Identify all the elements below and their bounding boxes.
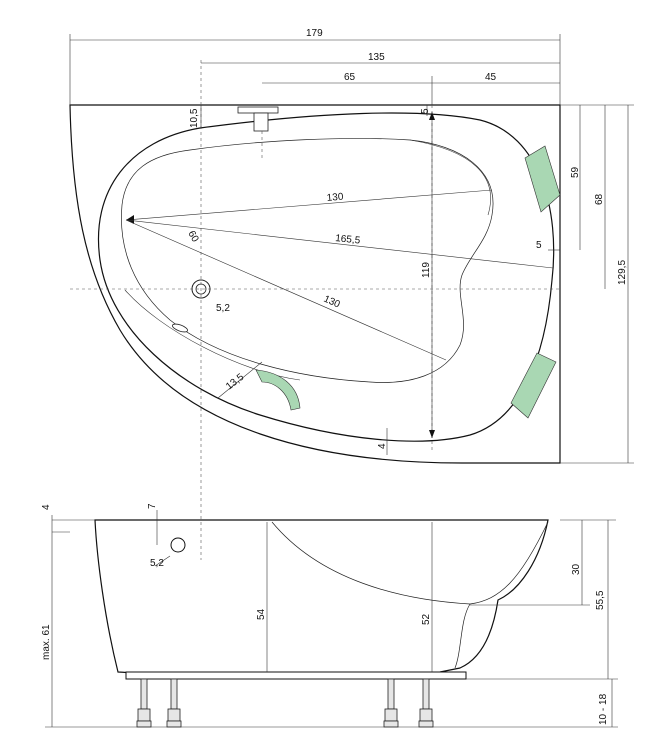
tub-leg-4 <box>418 678 434 728</box>
top-view: 179 135 65 45 10,5 5 59 68 129,5 130 165… <box>69 28 634 560</box>
dim-edge-13-5: 13,5 <box>224 371 246 392</box>
dim-seat-30: 30 <box>571 563 582 575</box>
tub-base-plate <box>125 671 467 680</box>
tub-leg-3 <box>383 678 399 728</box>
dim-rim-5-top: 5 <box>420 108 431 114</box>
side-overflow-icon <box>170 537 186 553</box>
armrest-pad <box>255 369 301 411</box>
headrest-pad-lower <box>510 352 557 419</box>
dim-inner-130-diag: 130 <box>322 294 342 311</box>
dim-rim-10-5: 10,5 <box>189 108 200 128</box>
dim-legs-10-18: 10 - 18 <box>598 693 609 725</box>
dim-overall-width: 179 <box>306 28 323 39</box>
dim-overflow-5-2: 5,2 <box>150 558 164 569</box>
dim-overflow-7: 7 <box>147 503 158 509</box>
overflow-slot-icon <box>172 323 188 333</box>
dim-inner-119: 119 <box>421 262 432 278</box>
dim-diag-165-5: 165,5 <box>335 233 361 247</box>
dim-side-rim-4: 4 <box>41 504 52 510</box>
tub-outer-outline <box>69 104 561 464</box>
dim-inner-60: 60 <box>185 229 200 245</box>
dim-inner-130-top: 130 <box>326 192 344 204</box>
tub-leg-2 <box>166 678 182 728</box>
dim-max-61: max. 61 <box>41 624 52 660</box>
headrest-pad-upper <box>524 145 561 213</box>
faucet-icon <box>237 106 279 160</box>
dim-width-135: 135 <box>368 52 385 63</box>
tub-side-seat <box>454 603 471 669</box>
tub-basin-outline <box>121 138 494 383</box>
dim-height-59: 59 <box>570 166 581 178</box>
dim-height-129-5: 129,5 <box>617 260 628 285</box>
dim-width-65: 65 <box>344 72 356 83</box>
dim-rim-4-bottom: 4 <box>377 443 388 449</box>
dim-height-55-5: 55,5 <box>595 590 606 610</box>
tub-rim-line <box>98 112 555 442</box>
tub-side-basin <box>271 521 549 605</box>
tub-basin-lower-line <box>124 289 301 381</box>
dim-drain-5-2: 5,2 <box>216 303 230 314</box>
dim-side-5: 5 <box>536 240 542 251</box>
dim-depth-54: 54 <box>256 608 267 620</box>
tub-side-body <box>94 519 549 676</box>
dim-depth-52: 52 <box>421 613 432 625</box>
side-view: 4 7 5,2 max. 61 54 52 30 55,5 10 - 18 <box>41 503 618 728</box>
tub-basin-offset-line <box>409 139 491 216</box>
dim-height-68: 68 <box>594 193 605 205</box>
dim-width-45: 45 <box>485 72 497 83</box>
tub-leg-1 <box>136 678 152 728</box>
